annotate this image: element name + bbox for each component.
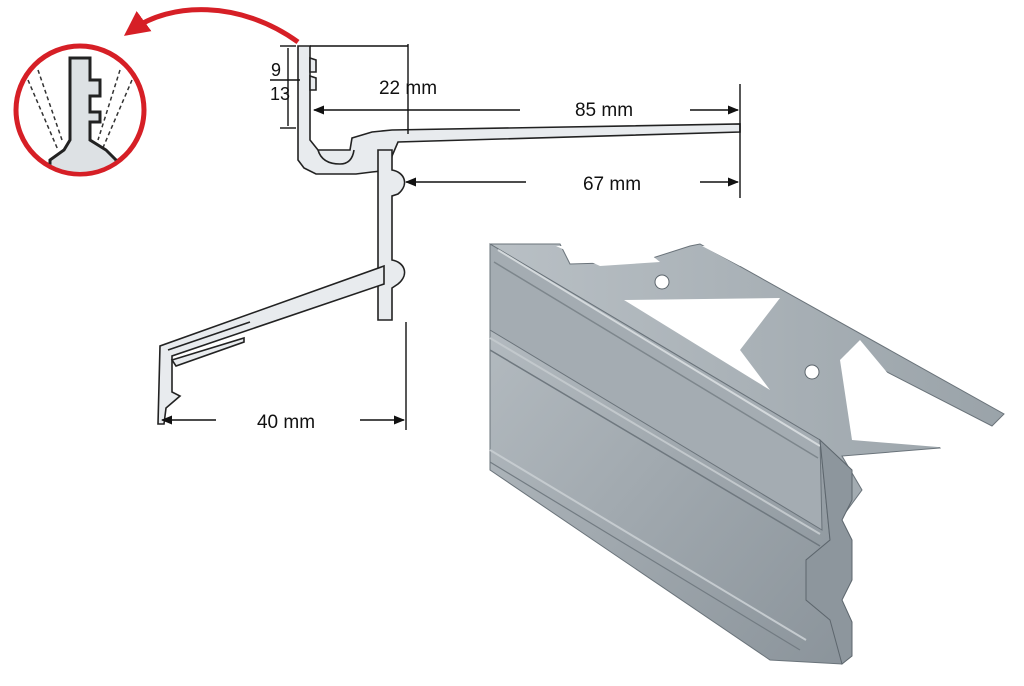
dim-67-label: 67 mm	[583, 174, 641, 195]
dimension-lines	[160, 44, 741, 430]
curved-arrow-icon	[123, 7, 300, 45]
cross-section-profile	[157, 45, 741, 425]
dim-85-label: 85 mm	[575, 100, 633, 121]
dim-13-label: 13	[270, 84, 290, 104]
dim-22-label: 22 mm	[379, 78, 437, 99]
dim-9-label: 9	[271, 60, 281, 80]
magnified-joint-icon	[13, 43, 147, 177]
dim-40-label: 40 mm	[257, 412, 315, 433]
profile-3d-render	[489, 243, 1005, 665]
